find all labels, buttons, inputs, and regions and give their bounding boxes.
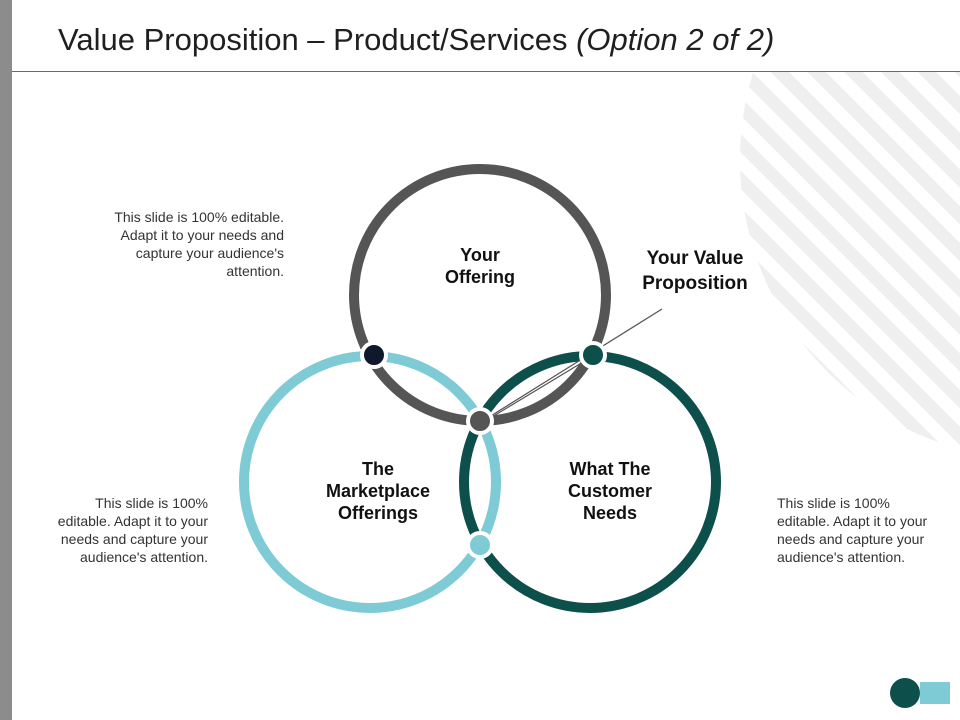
pointer-line-1: [485, 308, 663, 420]
label-your-offering: Your Offering: [445, 245, 515, 287]
label-customer-needs: What The Customer Needs: [567, 459, 652, 523]
title-divider: [12, 71, 960, 72]
background-stripes: [740, 72, 960, 450]
circle-offering: [349, 164, 611, 426]
note-top-left: This slide is 100% editable. Adapt it to…: [114, 209, 284, 279]
label-marketplace-offerings: The Marketplace Offerings: [325, 459, 431, 523]
slide-title: Value Proposition – Product/Services (Op…: [58, 22, 774, 58]
node-center: [466, 407, 494, 435]
node-top-right: [579, 341, 607, 369]
footer-decoration: [890, 678, 960, 708]
node-top-left: [360, 341, 388, 369]
footer-bar: [920, 682, 950, 704]
label-value-proposition: Your Value Proposition: [642, 248, 748, 294]
note-bottom-left: This slide is 100% editable. Adapt it to…: [57, 495, 208, 565]
title-sub: (Option 2 of 2): [576, 22, 775, 57]
node-bottom: [466, 531, 494, 559]
title-main: Value Proposition – Product/Services: [58, 22, 568, 57]
note-bottom-right: This slide is 100% editable. Adapt it to…: [777, 495, 928, 565]
footer-dot: [890, 678, 920, 708]
left-accent-bar: [0, 0, 12, 720]
pointer-line-2: [481, 355, 594, 424]
